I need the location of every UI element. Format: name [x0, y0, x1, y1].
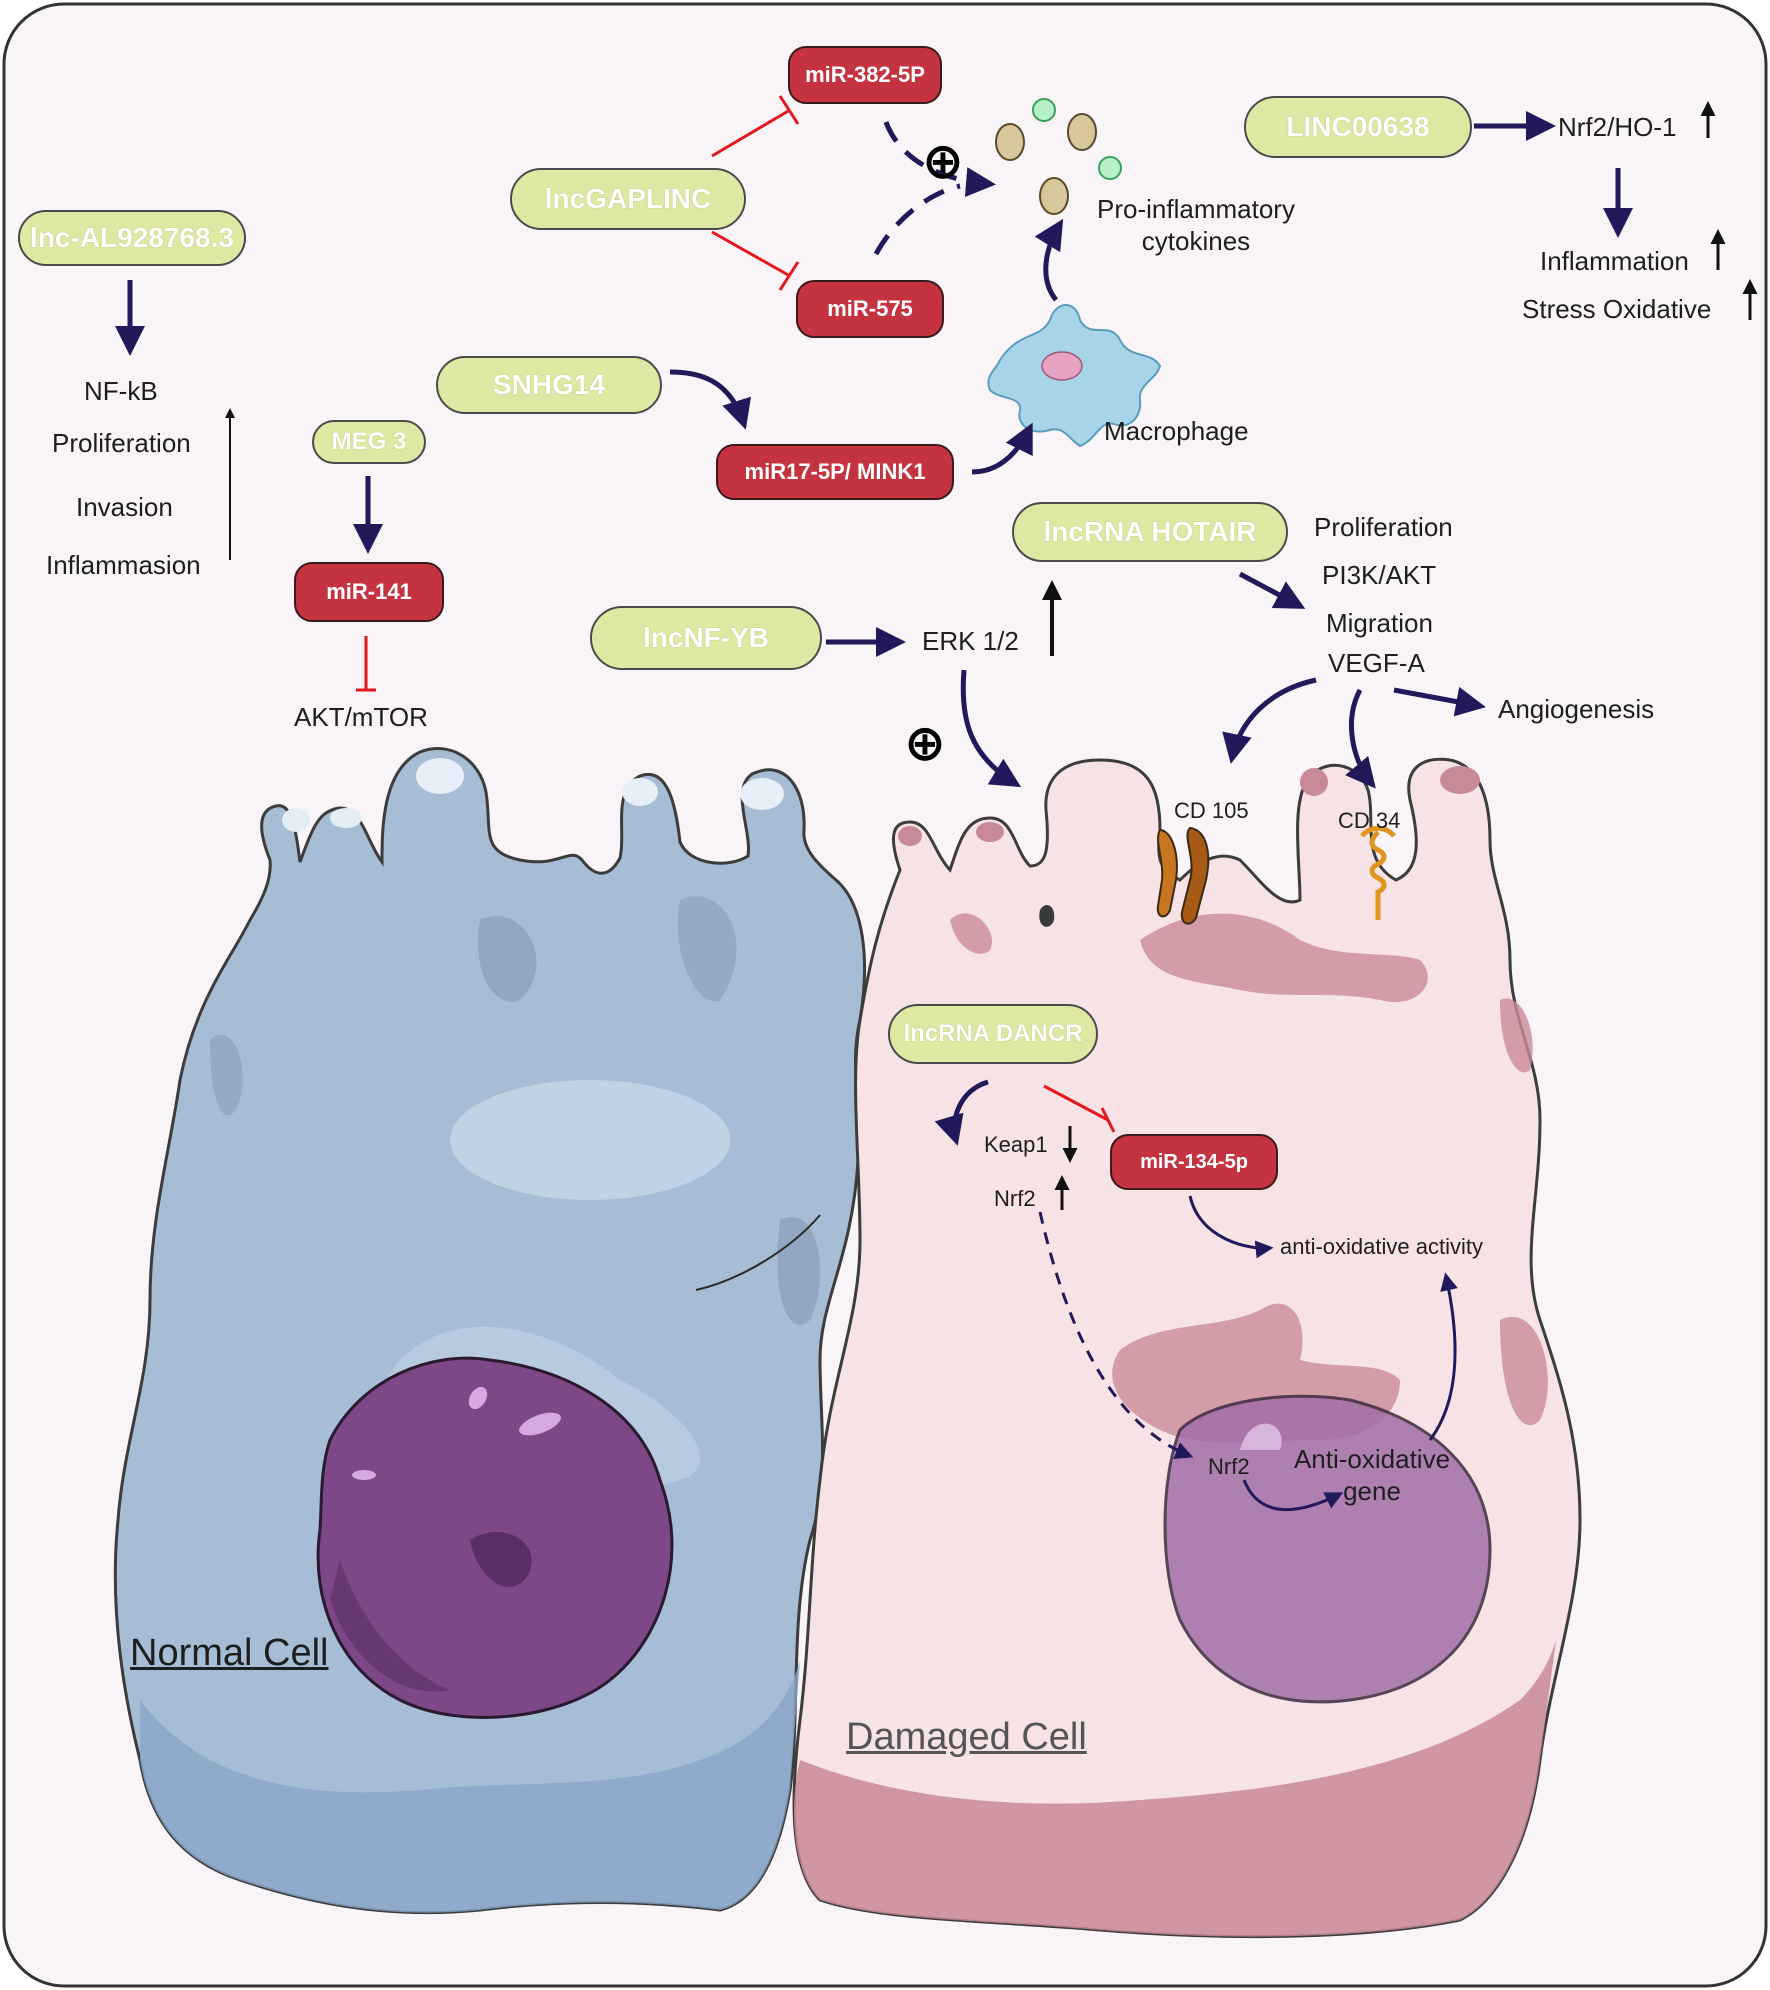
snhg14-node: SNHG14: [436, 356, 662, 414]
arrows: [115, 111, 1633, 1511]
mir382-node: miR-382-5P: [788, 46, 942, 104]
invasion-label: Invasion: [76, 492, 173, 522]
macrophage-cell: [987, 304, 1162, 448]
pi3k-akt-label: PI3K/AKT: [1322, 560, 1437, 590]
anti-oxidative-activity-label: anti-oxidative activity: [1280, 1234, 1483, 1259]
lncrna-hotair-node: lncRNA HOTAIR: [1012, 502, 1288, 562]
lncrna-dancr-label: lncRNA DANCR: [903, 1020, 1083, 1047]
cd34-receptor: [1360, 826, 1396, 920]
damaged-cell: [792, 757, 1582, 1939]
mir17-label: miR17-5P/ MINK1: [744, 459, 926, 484]
mir17-node: miR17-5P/ MINK1: [716, 444, 954, 500]
inflammation-label: Inflammation: [1540, 246, 1689, 276]
plus-icon: ⊕: [904, 714, 946, 772]
angiogenesis-label: Angiogenesis: [1498, 694, 1655, 724]
snhg14-label: SNHG14: [492, 369, 606, 400]
mir141-label: miR-141: [326, 579, 412, 604]
mir382-label: miR-382-5P: [805, 62, 925, 87]
lncrna-hotair-label: lncRNA HOTAIR: [1043, 516, 1257, 547]
lncgaplinc-node: lncGAPLINC: [510, 168, 746, 230]
cd34-label: CD 34: [1338, 808, 1401, 833]
cytokines-label: cytokines: [1141, 226, 1251, 256]
akt-mtor-label: AKT/mTOR: [294, 702, 428, 732]
erk-label: ERK 1/2: [922, 626, 1019, 656]
mir575-label: miR-575: [827, 296, 913, 321]
cd105-label: CD 105: [1174, 798, 1249, 823]
nrf2-nucleus-label: Nrf2: [1208, 1454, 1250, 1479]
normal-cell-title: Normal Cell: [130, 1632, 329, 1674]
linc00638-node: LINC00638: [1244, 96, 1472, 158]
cd105-receptor: [1156, 826, 1210, 925]
damaged-cell-title: Damaged Cell: [846, 1716, 1087, 1758]
cytokine-particles: [995, 98, 1122, 215]
meg3-node: MEG 3: [312, 420, 426, 464]
damaged-cell-nucleus: [1163, 1394, 1492, 1704]
meg3-label: MEG 3: [331, 428, 407, 455]
migration-label: Migration: [1326, 608, 1433, 638]
lncgaplinc-label: lncGAPLINC: [544, 183, 712, 214]
lnc-al928768-label: lnc-AL928768.3: [30, 222, 234, 253]
keap1-label: Keap1: [984, 1132, 1048, 1157]
vegf-a-label: VEGF-A: [1328, 648, 1425, 678]
up-down-arrows: [225, 101, 1758, 1210]
mir134-label: miR-134-5p: [1140, 1150, 1248, 1173]
nrf2-label: Nrf2: [994, 1186, 1036, 1211]
inhibition-lines: [356, 95, 1116, 1133]
lncnf-yb-node: lncNF-YB: [590, 606, 822, 670]
stress-oxidative-label: Stress Oxidative: [1522, 294, 1712, 324]
proliferation-left-label: Proliferation: [52, 428, 191, 458]
lncrna-dancr-node: lncRNA DANCR: [888, 1004, 1098, 1064]
nrf2-ho1-label: Nrf2/HO-1: [1558, 112, 1677, 142]
mir575-node: miR-575: [796, 280, 944, 338]
lncnf-yb-label: lncNF-YB: [643, 622, 769, 653]
pro-inflammatory-label: Pro-inflammatory: [1097, 194, 1295, 224]
nfkb-label: NF-kB: [84, 376, 158, 406]
mir134-node: miR-134-5p: [1110, 1134, 1278, 1190]
lnc-al928768-node: lnc-AL928768.3: [18, 210, 246, 266]
inflammasion-label: Inflammasion: [46, 550, 201, 580]
linc00638-label: LINC00638: [1286, 111, 1430, 142]
mir141-node: miR-141: [294, 562, 444, 622]
plus-icon: ⊕: [922, 132, 964, 190]
anti-oxidative-gene-label: Anti-oxidative: [1293, 1444, 1451, 1474]
macrophage-label: Macrophage: [1104, 416, 1249, 446]
anti-oxidative-gene-label-2: gene: [1343, 1476, 1401, 1506]
proliferation-right-label: Proliferation: [1314, 512, 1453, 542]
